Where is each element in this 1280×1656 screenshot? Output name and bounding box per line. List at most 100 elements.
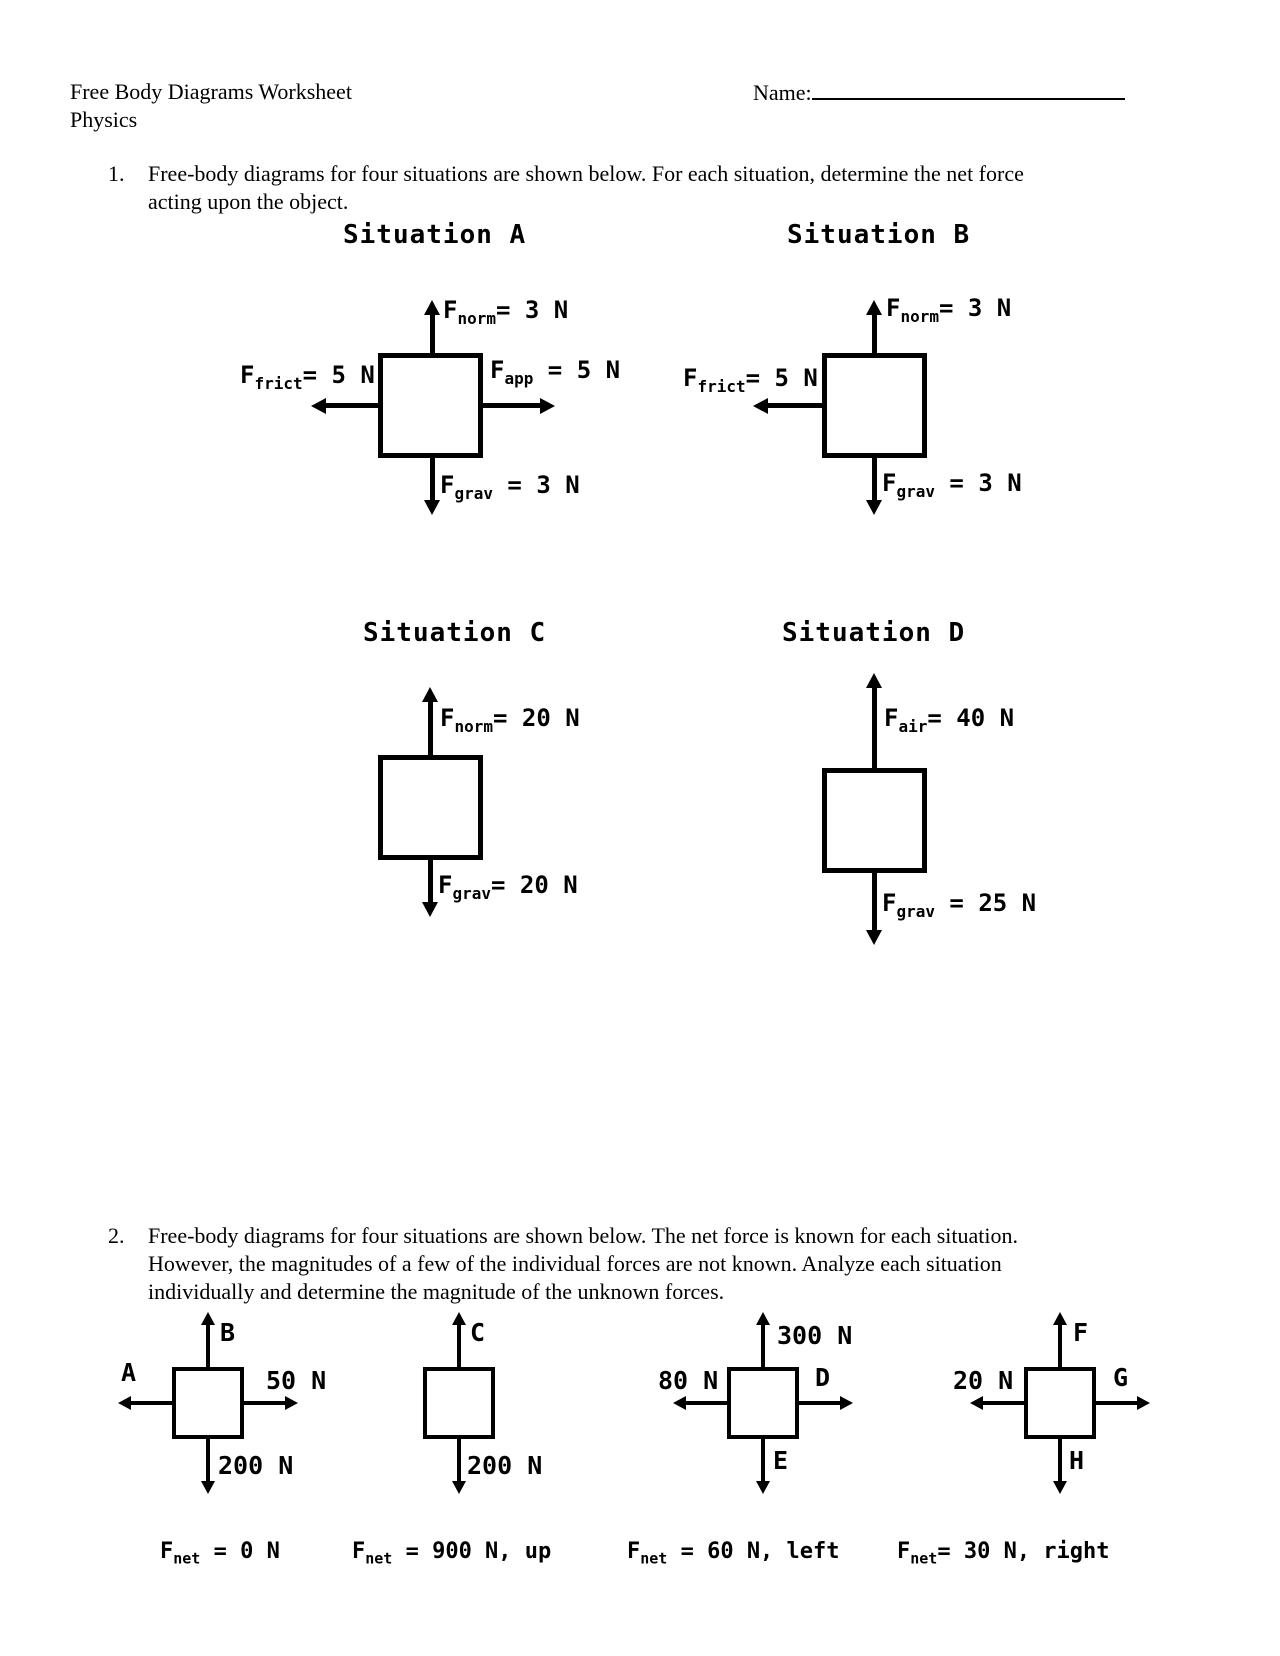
object-box [172, 1367, 244, 1439]
situation-c-title: Situation C [363, 618, 547, 648]
force-label-down: E [773, 1446, 789, 1475]
down-arrow [430, 458, 435, 500]
up-arrow [457, 1325, 461, 1367]
up-arrowhead-icon [756, 1312, 770, 1325]
force-label-frict: Ffrict= 5 N [240, 361, 375, 391]
object-box [1024, 1367, 1096, 1439]
force-subscript: frict [697, 376, 746, 396]
down-arrow [206, 1439, 210, 1481]
force-symbol: F [886, 294, 901, 322]
up-arrow [872, 315, 877, 353]
down-arrowhead-icon [201, 1481, 215, 1494]
force-value: = 5 N [302, 361, 375, 389]
down-arrowhead-icon [756, 1481, 770, 1494]
up-arrow [761, 1325, 765, 1367]
left-arrowhead-icon [970, 1396, 983, 1410]
document-title: Free Body Diagrams Worksheet [70, 79, 352, 104]
up-arrow [430, 315, 435, 353]
force-symbol: F [627, 1539, 641, 1564]
left-arrowhead-icon [673, 1396, 686, 1410]
force-label-up: C [470, 1318, 486, 1347]
object-box [423, 1367, 495, 1439]
left-arrow [326, 403, 378, 408]
left-arrow [686, 1401, 727, 1405]
up-arrow [872, 688, 877, 768]
down-arrow [1058, 1439, 1062, 1481]
force-label-grav: Fgrav = 3 N [882, 469, 1022, 499]
q2-text-line1: Free-body diagrams for four situations a… [148, 1223, 1018, 1248]
force-symbol: F [440, 704, 455, 732]
force-subscript: grav [896, 901, 935, 921]
situation-d-title: Situation D [782, 618, 966, 648]
left-arrow [983, 1401, 1024, 1405]
fnet-label: Fnet= 30 N, right [897, 1539, 1110, 1568]
force-symbol: F [490, 356, 505, 384]
force-label-app: Fapp = 5 N [490, 356, 621, 386]
force-value: = 3 N [495, 296, 569, 324]
force-subscript: air [898, 716, 928, 736]
force-value: = 3 N [492, 471, 580, 499]
q2-text-line3: individually and determine the magnitude… [148, 1279, 725, 1304]
force-label-grav: Fgrav = 25 N [882, 889, 1036, 919]
down-arrowhead-icon [422, 902, 438, 917]
right-arrowhead-icon [540, 398, 555, 414]
up-arrowhead-icon [424, 300, 440, 315]
name-blank-field[interactable] [811, 78, 1125, 100]
left-arrowhead-icon [311, 398, 326, 414]
object-box [378, 353, 483, 458]
force-label-right: 50 N [266, 1366, 327, 1395]
up-arrowhead-icon [1053, 1312, 1067, 1325]
force-subscript: grav [454, 483, 493, 503]
force-label-grav: Fgrav= 20 N [438, 871, 578, 901]
up-arrowhead-icon [866, 673, 882, 688]
force-label-left: 80 N [658, 1366, 719, 1395]
right-arrowhead-icon [1137, 1396, 1150, 1410]
force-symbol: F [884, 704, 899, 732]
document-subtitle: Physics [70, 107, 138, 132]
left-arrowhead-icon [118, 1396, 131, 1410]
force-label-norm: Fnorm= 3 N [886, 294, 1012, 324]
force-value: = 60 N, left [667, 1539, 840, 1564]
force-value: = 5 N [533, 356, 621, 384]
force-value: = 0 N [200, 1539, 280, 1564]
left-arrow [768, 403, 822, 408]
force-label-norm: Fnorm= 3 N [443, 296, 569, 326]
left-arrowhead-icon [753, 398, 768, 414]
down-arrow [872, 458, 877, 500]
down-arrowhead-icon [866, 500, 882, 515]
down-arrow [428, 860, 433, 902]
force-subscript: net [365, 1549, 393, 1568]
force-label-air: Fair= 40 N [884, 704, 1015, 734]
force-value: = 5 N [745, 364, 818, 392]
force-subscript: norm [454, 716, 493, 736]
force-label-left: 20 N [953, 1366, 1014, 1395]
right-arrowhead-icon [285, 1396, 298, 1410]
up-arrowhead-icon [422, 687, 438, 702]
down-arrowhead-icon [424, 500, 440, 515]
force-label-norm: Fnorm= 20 N [440, 704, 580, 734]
force-value: = 3 N [938, 294, 1012, 322]
right-arrowhead-icon [840, 1396, 853, 1410]
force-subscript: net [910, 1549, 938, 1568]
force-subscript: app [504, 368, 534, 388]
force-value: = 40 N [927, 704, 1015, 732]
fnet-label: Fnet = 900 N, up [352, 1539, 551, 1568]
force-symbol: F [440, 471, 455, 499]
right-arrow [799, 1401, 840, 1405]
force-value: = 20 N [490, 871, 578, 899]
up-arrow [428, 702, 433, 755]
up-arrow [206, 1325, 210, 1367]
force-label-left: A [121, 1358, 137, 1387]
left-arrow [131, 1401, 172, 1405]
name-label: Name: [753, 80, 812, 105]
name-label-row: Name: [753, 78, 1125, 107]
force-label-right: D [815, 1363, 831, 1392]
force-symbol: F [240, 361, 255, 389]
down-arrowhead-icon [452, 1481, 466, 1494]
force-symbol: F [897, 1539, 911, 1564]
force-label-up: F [1073, 1318, 1089, 1347]
force-symbol: F [160, 1539, 174, 1564]
fnet-label: Fnet = 60 N, left [627, 1539, 840, 1566]
q1-text-line2: acting upon the object. [148, 189, 349, 214]
